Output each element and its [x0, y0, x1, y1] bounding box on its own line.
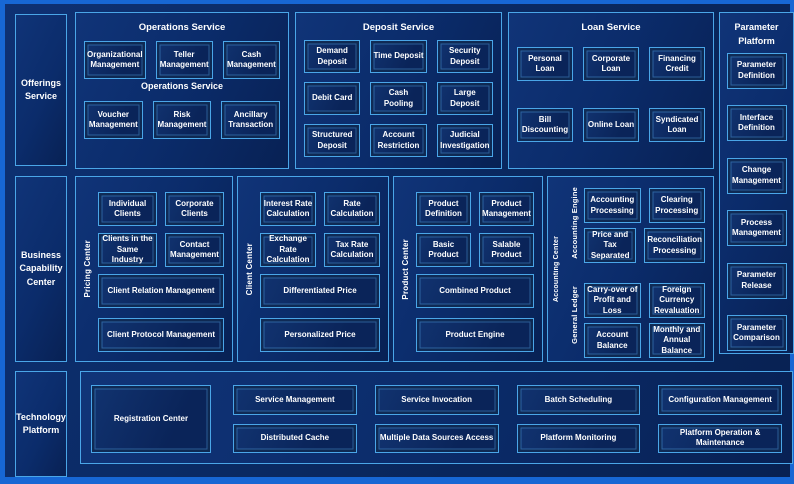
box-tax-rate-calculation: Tax Rate Calculation	[324, 233, 380, 267]
box-structured-deposit: Structured Deposit	[304, 124, 361, 157]
box-product-management: Product Management	[479, 192, 534, 226]
box-online-loan: Online Loan	[583, 108, 639, 142]
box-product-definition: Product Definition	[416, 192, 471, 226]
box-client-relation-management: Client Relation Management	[98, 274, 224, 308]
box-price-and-tax-separated: Price and Tax Separated	[584, 228, 637, 263]
accounting-engine-label: Accounting Engine	[569, 187, 579, 259]
box-process-management: Process Management	[726, 210, 787, 247]
box-voucher-management: Voucher Management	[84, 101, 143, 139]
box-clients-same-industry: Clients in the Same Industry	[98, 233, 157, 267]
box-account-restriction: Account Restriction	[370, 124, 427, 157]
box-parameter-release: Parameter Release	[726, 262, 787, 299]
parameter-platform-section: Parameter Platform Parameter Definition …	[719, 12, 794, 354]
box-basic-product: Basic Product	[416, 233, 471, 267]
box-demand-deposit: Demand Deposit	[304, 40, 361, 73]
box-combined-product: Combined Product	[416, 274, 534, 308]
operations-service-subtitle: Operations Service	[140, 81, 224, 91]
parameter-platform-title: Parameter Platform	[734, 22, 779, 47]
box-personal-loan: Personal Loan	[517, 47, 573, 81]
technology-platform-label: Technology Platform	[15, 371, 67, 477]
loan-service-title: Loan Service	[581, 22, 641, 33]
pricing-center-label: Pricing Center	[82, 240, 92, 298]
box-personalized-price: Personalized Price	[260, 318, 380, 352]
box-batch-scheduling: Batch Scheduling	[516, 385, 641, 415]
product-center-label: Product Center	[400, 238, 410, 300]
offerings-service-label: Offerings Service	[15, 14, 67, 166]
client-center-section: Client Center Interest Rate Calculation …	[237, 176, 389, 362]
box-registration-center: Registration Center	[91, 385, 211, 453]
box-clearing-processing: Clearing Processing	[648, 188, 705, 223]
deposit-service-section: Deposit Service Demand Deposit Time Depo…	[295, 12, 502, 169]
client-center-label: Client Center	[244, 242, 254, 296]
box-teller-management: Teller Management	[155, 41, 213, 79]
box-product-engine: Product Engine	[416, 318, 534, 352]
business-capability-center-label: Business Capability Center	[15, 176, 67, 362]
box-platform-monitoring: Platform Monitoring	[516, 423, 641, 453]
box-cash-pooling: Cash Pooling	[370, 82, 427, 115]
product-center-section: Product Center Product Definition Produc…	[393, 176, 543, 362]
box-distributed-cache: Distributed Cache	[233, 423, 357, 453]
accounting-center-label: Accounting Center	[552, 235, 560, 302]
box-rate-calculation: Rate Calculation	[324, 192, 380, 226]
box-configuration-management: Configuration Management	[658, 385, 782, 415]
loan-service-section: Loan Service Personal Loan Corporate Loa…	[508, 12, 714, 169]
deposit-service-title: Deposit Service	[362, 22, 435, 33]
operations-service-title: Operations Service	[138, 22, 226, 33]
box-judicial-investigation: Judicial Investigation	[436, 124, 493, 157]
box-account-balance: Account Balance	[584, 323, 641, 358]
box-parameter-definition: Parameter Definition	[726, 52, 787, 89]
box-parameter-comparison: Parameter Comparison	[726, 315, 787, 352]
box-carry-over-profit-loss: Carry-over of Profit and Loss	[584, 283, 641, 318]
box-corporate-clients: Corporate Clients	[165, 192, 224, 226]
box-financing-credit: Financing Credit	[649, 47, 705, 81]
box-bill-discounting: Bill Discounting	[517, 108, 573, 142]
box-ancillary-transaction: Ancillary Transaction	[221, 101, 281, 139]
box-service-management: Service Management	[233, 385, 357, 415]
box-service-invocation: Service Invocation	[374, 385, 499, 415]
box-individual-clients: Individual Clients	[98, 192, 157, 226]
box-interface-definition: Interface Definition	[726, 105, 787, 142]
operations-service-section: Operations Service Organizational Manage…	[75, 12, 289, 169]
technology-platform-section: Registration Center Service Management S…	[80, 371, 793, 464]
box-debit-card: Debit Card	[304, 82, 361, 115]
box-salable-product: Salable Product	[479, 233, 534, 267]
box-organizational-management: Organizational Management	[84, 41, 146, 79]
box-reconciliation-processing: Reconciliation Processing	[644, 228, 705, 263]
box-corporate-loan: Corporate Loan	[583, 47, 639, 81]
box-security-deposit: Security Deposit	[436, 40, 493, 73]
box-risk-management: Risk Management	[152, 101, 212, 139]
pricing-center-section: Pricing Center Individual Clients Corpor…	[75, 176, 233, 362]
box-differentiated-price: Differentiated Price	[260, 274, 380, 308]
box-contact-management: Contact Management	[165, 233, 224, 267]
box-monthly-annual-balance: Monthly and Annual Balance	[648, 323, 705, 358]
box-accounting-processing: Accounting Processing	[584, 188, 641, 223]
box-syndicated-loan: Syndicated Loan	[649, 108, 705, 142]
box-change-management: Change Management	[726, 157, 787, 194]
box-foreign-currency-revaluation: Foreign Currency Revaluation	[648, 283, 705, 318]
box-client-protocol-management: Client Protocol Management	[98, 318, 224, 352]
accounting-center-section: Accounting Center Accounting Engine Gene…	[547, 176, 714, 362]
box-multiple-data-sources-access: Multiple Data Sources Access	[374, 423, 499, 453]
box-exchange-rate-calculation: Exchange Rate Calculation	[260, 233, 316, 267]
box-interest-rate-calculation: Interest Rate Calculation	[260, 192, 316, 226]
general-ledger-label: General Ledger	[569, 286, 579, 344]
box-platform-operation-maintenance: Platform Operation & Maintenance	[658, 423, 782, 453]
box-cash-management: Cash Management	[222, 41, 280, 79]
box-time-deposit: Time Deposit	[370, 40, 427, 73]
box-large-deposit: Large Deposit	[436, 82, 493, 115]
